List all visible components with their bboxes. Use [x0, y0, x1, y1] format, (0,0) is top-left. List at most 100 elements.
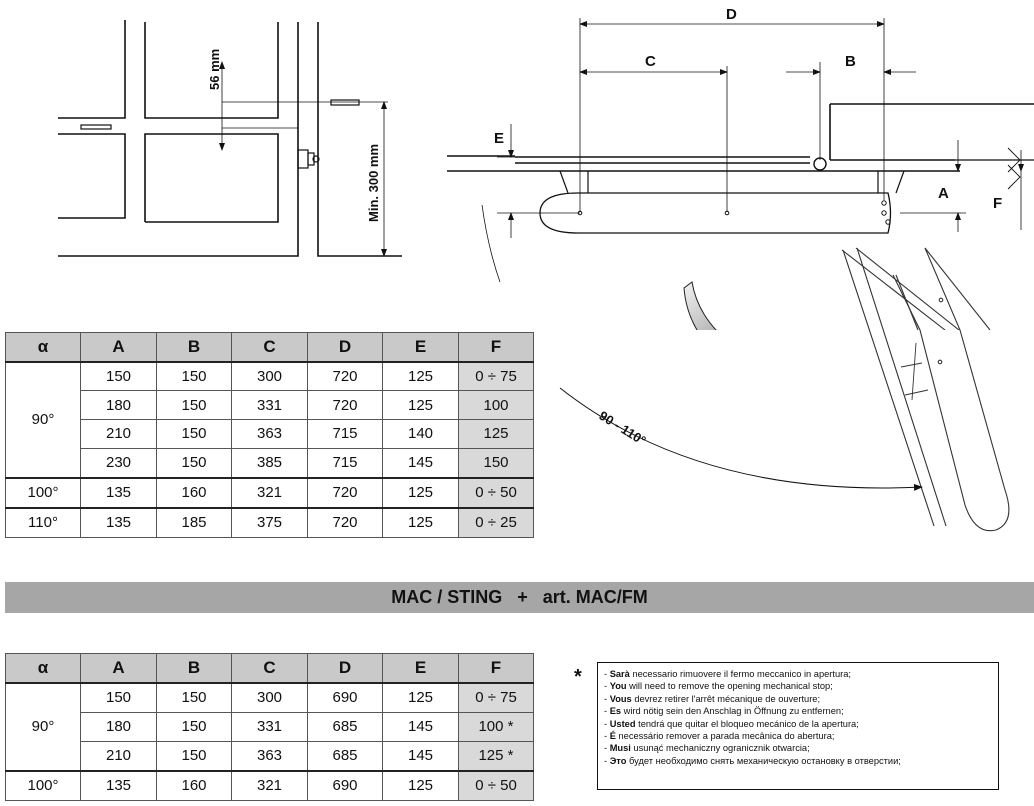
cell-B: 150 — [156, 419, 232, 449]
cell-F: 150 — [458, 447, 534, 479]
cell-E: 145 — [382, 740, 459, 772]
header-C: C — [231, 332, 308, 363]
cell-C: 331 — [231, 390, 308, 421]
cell-A: 135 — [80, 506, 157, 538]
cell-D: 720 — [307, 360, 383, 392]
cell-A: 180 — [80, 711, 157, 742]
cell-C: 363 — [231, 419, 308, 449]
table-row: 100° 135 160 321 720 125 0 ÷ 50 — [5, 476, 534, 509]
dim-label-D: D — [726, 6, 737, 23]
cell-E: 125 — [382, 476, 459, 509]
table-row: 180 150 331 685 145 100 * — [6, 711, 534, 742]
header-alpha: α — [5, 653, 81, 684]
table-row: 90° 150 150 300 720 125 0 ÷ 75 — [5, 360, 534, 479]
cell-F: 0 ÷ 75 — [458, 360, 534, 392]
cell-B: 150 — [156, 360, 232, 392]
cell-E: 145 — [382, 447, 459, 479]
table-row: 110° 135 185 375 720 125 0 ÷ 25 — [5, 506, 534, 538]
dimensions-table-standard: α A B C D E F 90° 150 150 300 720 125 0 … — [5, 332, 534, 538]
cell-C: 300 — [231, 682, 308, 713]
cell-A: 135 — [80, 769, 157, 801]
cell-F: 0 ÷ 50 — [458, 769, 534, 801]
alpha-cell: 90° — [5, 681, 81, 772]
angle-label: 90 - 110° — [596, 408, 648, 448]
cell-D: 685 — [307, 740, 383, 772]
footnote-line-ru: - Это будет необходимо снять механическу… — [604, 755, 901, 766]
cell-C: 385 — [231, 447, 308, 479]
table-row: 230 150 385 715 145 150 — [6, 447, 534, 479]
header-A: A — [80, 332, 157, 363]
header-alpha: α — [5, 332, 81, 363]
cell-D: 720 — [307, 390, 383, 421]
cell-C: 375 — [231, 506, 308, 538]
cell-E: 125 — [382, 360, 459, 392]
alpha-cell: 90° — [5, 360, 81, 479]
dim-label-C: C — [645, 53, 656, 70]
cell-B: 160 — [156, 769, 232, 801]
cell-D: 690 — [307, 769, 383, 801]
footnote-line-pt: - É necessário remover a parada mecânica… — [604, 731, 835, 742]
cell-F: 0 ÷ 25 — [458, 506, 534, 538]
dim-min300-label: Min. 300 mm — [366, 144, 381, 222]
cell-B: 150 — [156, 682, 232, 713]
cell-A: 210 — [80, 740, 157, 772]
cell-D: 720 — [307, 506, 383, 538]
footnote-line-it: - Sarà necessario rimuovere il fermo mec… — [604, 669, 852, 679]
cell-B: 150 — [156, 711, 232, 742]
dim-label-B: B — [845, 53, 856, 70]
table-row: 100° 135 160 321 690 125 0 ÷ 50 — [5, 769, 534, 801]
cell-E: 125 — [382, 682, 459, 713]
header-C: C — [231, 653, 308, 684]
footnote-marker: * — [574, 666, 582, 688]
cell-A: 150 — [80, 682, 157, 713]
cell-A: 180 — [80, 390, 157, 421]
cell-C: 300 — [231, 360, 308, 392]
cell-C: 363 — [231, 740, 308, 772]
table-row: 90° 150 150 300 690 125 0 ÷ 75 — [5, 681, 534, 772]
cell-F: 100 — [458, 390, 534, 421]
table-row: 180 150 331 720 125 100 — [6, 390, 534, 421]
cell-A: 230 — [80, 447, 157, 479]
cell-C: 321 — [231, 769, 308, 801]
header-D: D — [307, 332, 383, 363]
cell-E: 140 — [382, 419, 459, 449]
cell-B: 150 — [156, 447, 232, 479]
dim-label-A: A — [938, 185, 949, 202]
cell-E: 125 — [382, 390, 459, 421]
dim-label-E: E — [494, 130, 504, 147]
cell-E: 145 — [382, 711, 459, 742]
front-view-dimensions — [219, 61, 388, 257]
dim-56-label: 56 mm — [207, 49, 222, 90]
section-banner: MAC / STING + art. MAC/FM — [5, 582, 1034, 613]
cell-C: 331 — [231, 711, 308, 742]
header-E: E — [382, 332, 459, 363]
cell-E: 125 — [382, 769, 459, 801]
cell-B: 150 — [156, 740, 232, 772]
header-A: A — [80, 653, 157, 684]
dim-label-F: F — [993, 195, 1002, 212]
cell-D: 715 — [307, 419, 383, 449]
cell-B: 185 — [156, 506, 232, 538]
cell-F: 100 * — [458, 711, 534, 742]
cell-A: 150 — [80, 360, 157, 392]
cell-F: 125 * — [458, 740, 534, 772]
cell-F: 0 ÷ 50 — [458, 476, 534, 509]
cell-F: 0 ÷ 75 — [458, 682, 534, 713]
installation-drawing: 56 mm Min. 300 mm — [58, 6, 1034, 330]
header-F: F — [458, 653, 534, 684]
cell-E: 125 — [382, 506, 459, 538]
cell-A: 135 — [80, 476, 157, 509]
rotation-arrow-icon — [683, 281, 717, 330]
open-gate-drawing-lower: 90 - 110° — [559, 247, 1010, 532]
alpha-cell: 100° — [5, 476, 81, 509]
header-D: D — [307, 653, 383, 684]
cell-D: 685 — [307, 711, 383, 742]
footnote-box: - Sarà necessario rimuovere il fermo mec… — [597, 662, 999, 790]
footnote-line-en: - You will need to remove the opening me… — [604, 681, 833, 692]
alpha-cell: 100° — [5, 769, 81, 801]
header-F: F — [458, 332, 534, 363]
alpha-cell: 110° — [5, 506, 81, 538]
cell-B: 150 — [156, 390, 232, 421]
cell-C: 321 — [231, 476, 308, 509]
footnote-line-es: - Usted tendrá que quitar el bloqueo mec… — [604, 718, 859, 729]
